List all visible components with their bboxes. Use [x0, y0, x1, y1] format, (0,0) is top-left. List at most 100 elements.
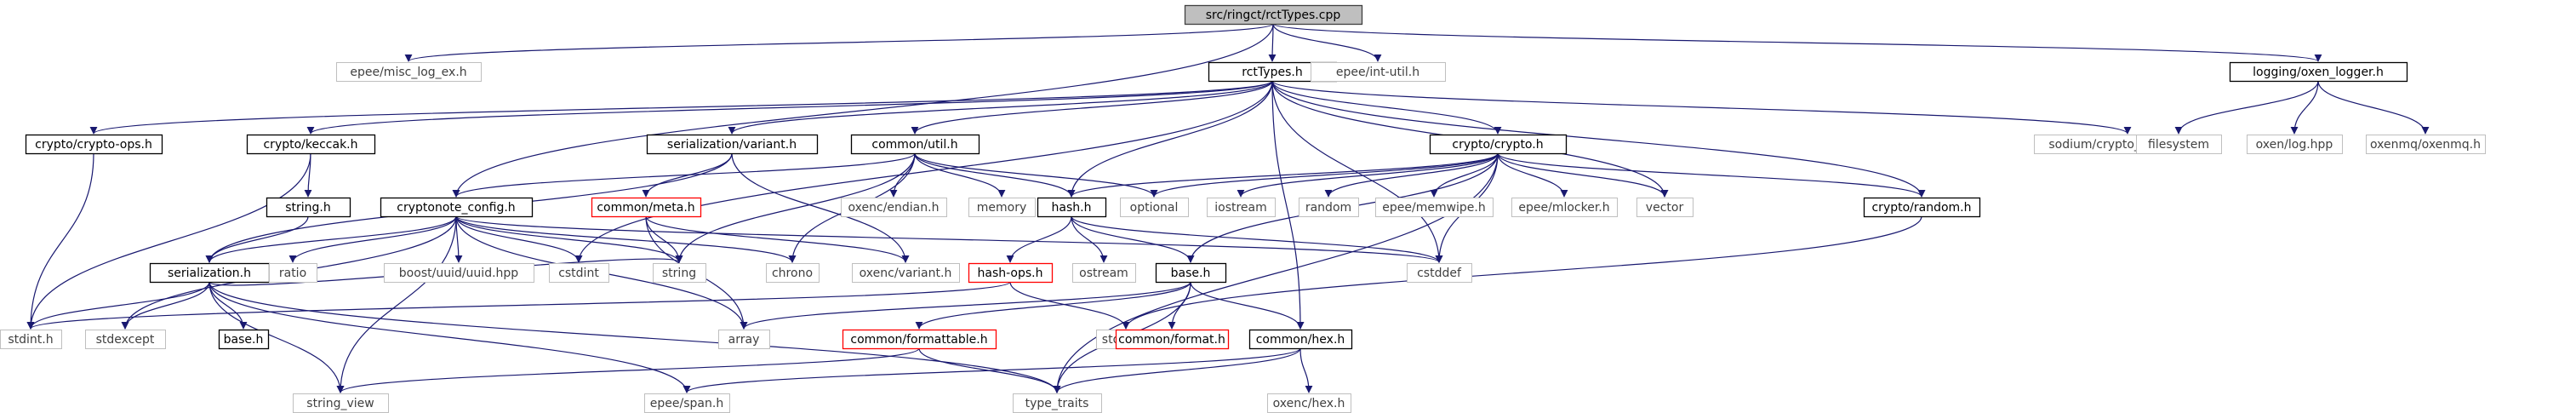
- node-oxenlogger[interactable]: logging/oxen_logger.h: [2229, 61, 2408, 83]
- node-box: [0, 330, 62, 349]
- node-box: [1120, 198, 1189, 217]
- node-rcttypes[interactable]: rctTypes.h: [1208, 61, 1338, 83]
- node-label: hash.h: [1052, 201, 1092, 215]
- edge-cryptoh-to-mlocker: [1497, 152, 1568, 198]
- node-label: crypto/keccak.h: [263, 138, 357, 152]
- node-serialization[interactable]: serialization.h: [149, 262, 271, 284]
- node-label: memory: [977, 201, 1027, 215]
- node-label: common/format.h: [1118, 333, 1225, 347]
- node-format[interactable]: common/format.h: [1115, 329, 1230, 350]
- node-cryptorandom[interactable]: crypto/random.h: [1863, 197, 1981, 218]
- node-memwipe: epee/memwipe.h: [1375, 198, 1494, 217]
- edge-cnconfig-to-serialization: [205, 215, 457, 263]
- node-base2[interactable]: base.h: [218, 329, 270, 350]
- node-cryptoh[interactable]: crypto/crypto.h: [1429, 134, 1568, 155]
- node-box: [2229, 61, 2408, 83]
- node-stringh[interactable]: string.h: [266, 197, 351, 218]
- edge-cnconfig-to-chrono: [455, 215, 797, 263]
- node-hashops[interactable]: hash-ops.h: [968, 262, 1054, 284]
- node-label: serialization.h: [168, 267, 251, 280]
- node-box: [968, 198, 1036, 217]
- edge-cnconfig-to-string: [455, 215, 683, 263]
- node-label: common/meta.h: [597, 201, 694, 215]
- node-label: random: [1305, 201, 1351, 215]
- node-label: base.h: [1171, 267, 1211, 280]
- node-label: logging/oxen_logger.h: [2253, 66, 2384, 79]
- node-oxenchex: oxenc/hex.h: [1267, 393, 1351, 413]
- node-box: [718, 330, 770, 349]
- node-hashh[interactable]: hash.h: [1037, 197, 1107, 218]
- node-commonutil[interactable]: common/util.h: [850, 134, 980, 155]
- node-baseh[interactable]: base.h: [1155, 262, 1227, 284]
- node-keccak[interactable]: crypto/keccak.h: [246, 134, 376, 155]
- node-vector: vector: [1636, 198, 1694, 217]
- edge-cryptoh-to-random: [1324, 152, 1499, 198]
- node-box: [269, 263, 317, 283]
- edge-cnconfig-to-stringview: [336, 215, 457, 393]
- node-oxenlog: oxen/log.hpp: [2247, 135, 2343, 154]
- node-root[interactable]: src/ringct/rctTypes.cpp: [1184, 4, 1363, 26]
- edge-serialization-to-stdexcept: [121, 281, 210, 330]
- node-label: iostream: [1214, 201, 1267, 215]
- node-stringview: string_view: [293, 393, 389, 413]
- edge-root-to-misclog: [404, 23, 1274, 62]
- edge-hashh-to-baseh: [1071, 215, 1195, 263]
- edge-rcttypes-to-cstdint: [574, 80, 1273, 263]
- node-label: stdexcept: [96, 333, 155, 347]
- node-box: [646, 134, 819, 155]
- edge-root-to-intutil: [1272, 23, 1382, 62]
- node-box: [1863, 197, 1981, 218]
- node-uuid: boost/uuid/uuid.hpp: [384, 263, 534, 283]
- node-box: [246, 134, 376, 155]
- node-serialvariant[interactable]: serialization/variant.h: [646, 134, 819, 155]
- node-label: src/ringct/rctTypes.cpp: [1206, 9, 1341, 22]
- node-commonmeta[interactable]: common/meta.h: [591, 197, 702, 218]
- node-box: [549, 263, 609, 283]
- edge-cnconfig-to-ratio: [288, 215, 457, 263]
- node-commonhex[interactable]: common/hex.h: [1248, 329, 1353, 350]
- edge-baseh-to-commonhex: [1190, 281, 1305, 330]
- node-ostream: ostream: [1072, 263, 1136, 283]
- edge-rcttypes-to-commonhex: [1271, 80, 1305, 330]
- node-array: array: [718, 330, 770, 349]
- node-label: oxenc/endian.h: [848, 201, 940, 215]
- node-label: filesystem: [2148, 138, 2209, 152]
- edge-baseh-to-array: [740, 281, 1191, 330]
- node-ratio: ratio: [269, 263, 317, 283]
- node-box: [1248, 329, 1353, 350]
- node-label: string_view: [306, 397, 374, 410]
- edge-hashh-to-cstddef: [1071, 215, 1443, 263]
- node-label: common/hex.h: [1256, 333, 1345, 347]
- node-formattable[interactable]: common/formattable.h: [842, 329, 997, 350]
- node-label: crypto/random.h: [1871, 201, 1971, 215]
- node-box: [2136, 135, 2222, 154]
- edge-baseh-to-formattable: [915, 281, 1191, 330]
- node-memory: memory: [968, 198, 1036, 217]
- edge-root-to-rcttypes: [1268, 23, 1277, 62]
- edge-cryptoh-to-memwipe: [1430, 152, 1499, 198]
- edge-rcttypes-to-serialvariant: [728, 80, 1273, 135]
- edge-keccak-to-stdinth: [26, 152, 311, 330]
- node-label: array: [728, 333, 760, 347]
- edge-rcttypes-to-commonutil: [911, 80, 1273, 135]
- node-cstdint: cstdint: [549, 263, 609, 283]
- node-box: [841, 198, 947, 217]
- node-cnconfig[interactable]: cryptonote_config.h: [380, 197, 534, 218]
- node-box: [218, 329, 270, 350]
- edge-commonmeta-to-oxencvariant: [645, 215, 910, 263]
- edge-commonhex-to-span: [683, 347, 1301, 393]
- node-label: crypto/crypto-ops.h: [35, 138, 152, 152]
- node-label: serialization/variant.h: [667, 138, 797, 152]
- node-label: string: [662, 267, 696, 280]
- edge-rcttypes-to-cryptoh: [1271, 80, 1502, 135]
- node-label: type_traits: [1025, 397, 1089, 410]
- node-oxencendian: oxenc/endian.h: [841, 198, 947, 217]
- node-label: optional: [1130, 201, 1179, 215]
- node-box: [842, 329, 997, 350]
- node-box: [766, 263, 820, 283]
- edge-oxenlogger-to-oxenlog: [2290, 80, 2319, 135]
- node-box: [1155, 262, 1227, 284]
- node-cryptoops[interactable]: crypto/crypto-ops.h: [25, 134, 163, 155]
- edge-rcttypes-to-cryptorandom: [1271, 80, 1926, 198]
- node-label: crypto/crypto.h: [1452, 138, 1543, 152]
